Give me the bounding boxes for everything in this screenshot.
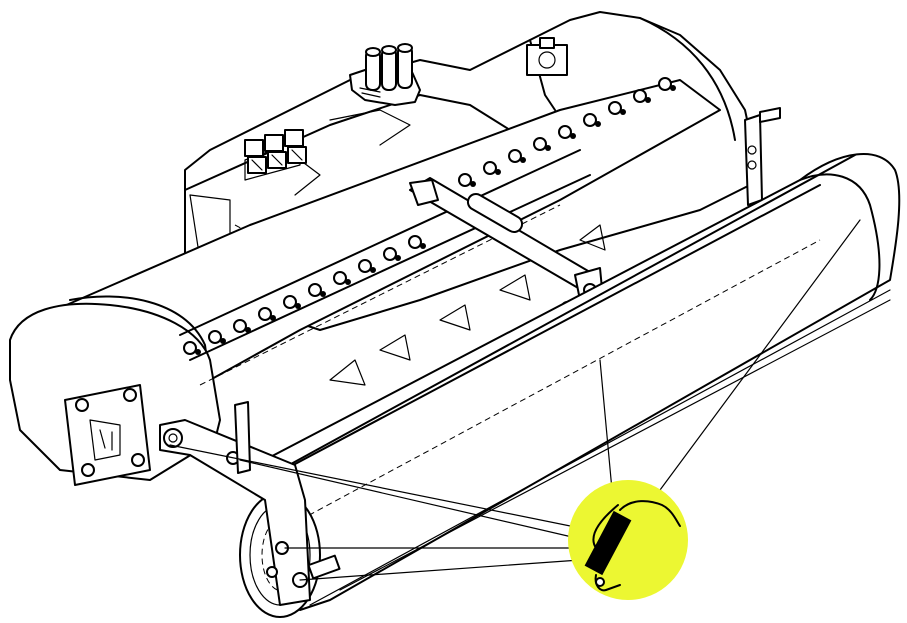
left-gearbox [64, 384, 151, 486]
leader-lines [169, 219, 861, 581]
flail-bolt [258, 307, 276, 321]
rotor-blades [329, 224, 606, 386]
flail-bolt [533, 137, 551, 151]
flail-bolt [508, 149, 526, 163]
flail-bolt [408, 235, 426, 249]
flail-bolt [558, 125, 576, 139]
flail-bolt [583, 113, 601, 127]
flail-bolt [208, 330, 226, 344]
warning-decals [244, 129, 307, 174]
flail-bolt [483, 161, 501, 175]
flail-bolt [633, 89, 651, 103]
flail-bolt [383, 247, 401, 261]
lubrication-callout [568, 480, 688, 600]
hydraulic-couplers [349, 43, 421, 106]
flail-bolt [283, 295, 301, 309]
top-bracket [526, 37, 568, 76]
flail-bolt [658, 77, 676, 91]
flail-bolt [308, 283, 326, 297]
flail-bolt [183, 341, 201, 355]
callout-circle [568, 480, 688, 600]
flail-bolt [458, 173, 476, 187]
flail-bolt [333, 271, 351, 285]
flail-bolt [608, 101, 626, 115]
flail-bolt [358, 259, 376, 273]
spring-lubrication-icon [584, 500, 681, 592]
flail-bolt [233, 319, 251, 333]
